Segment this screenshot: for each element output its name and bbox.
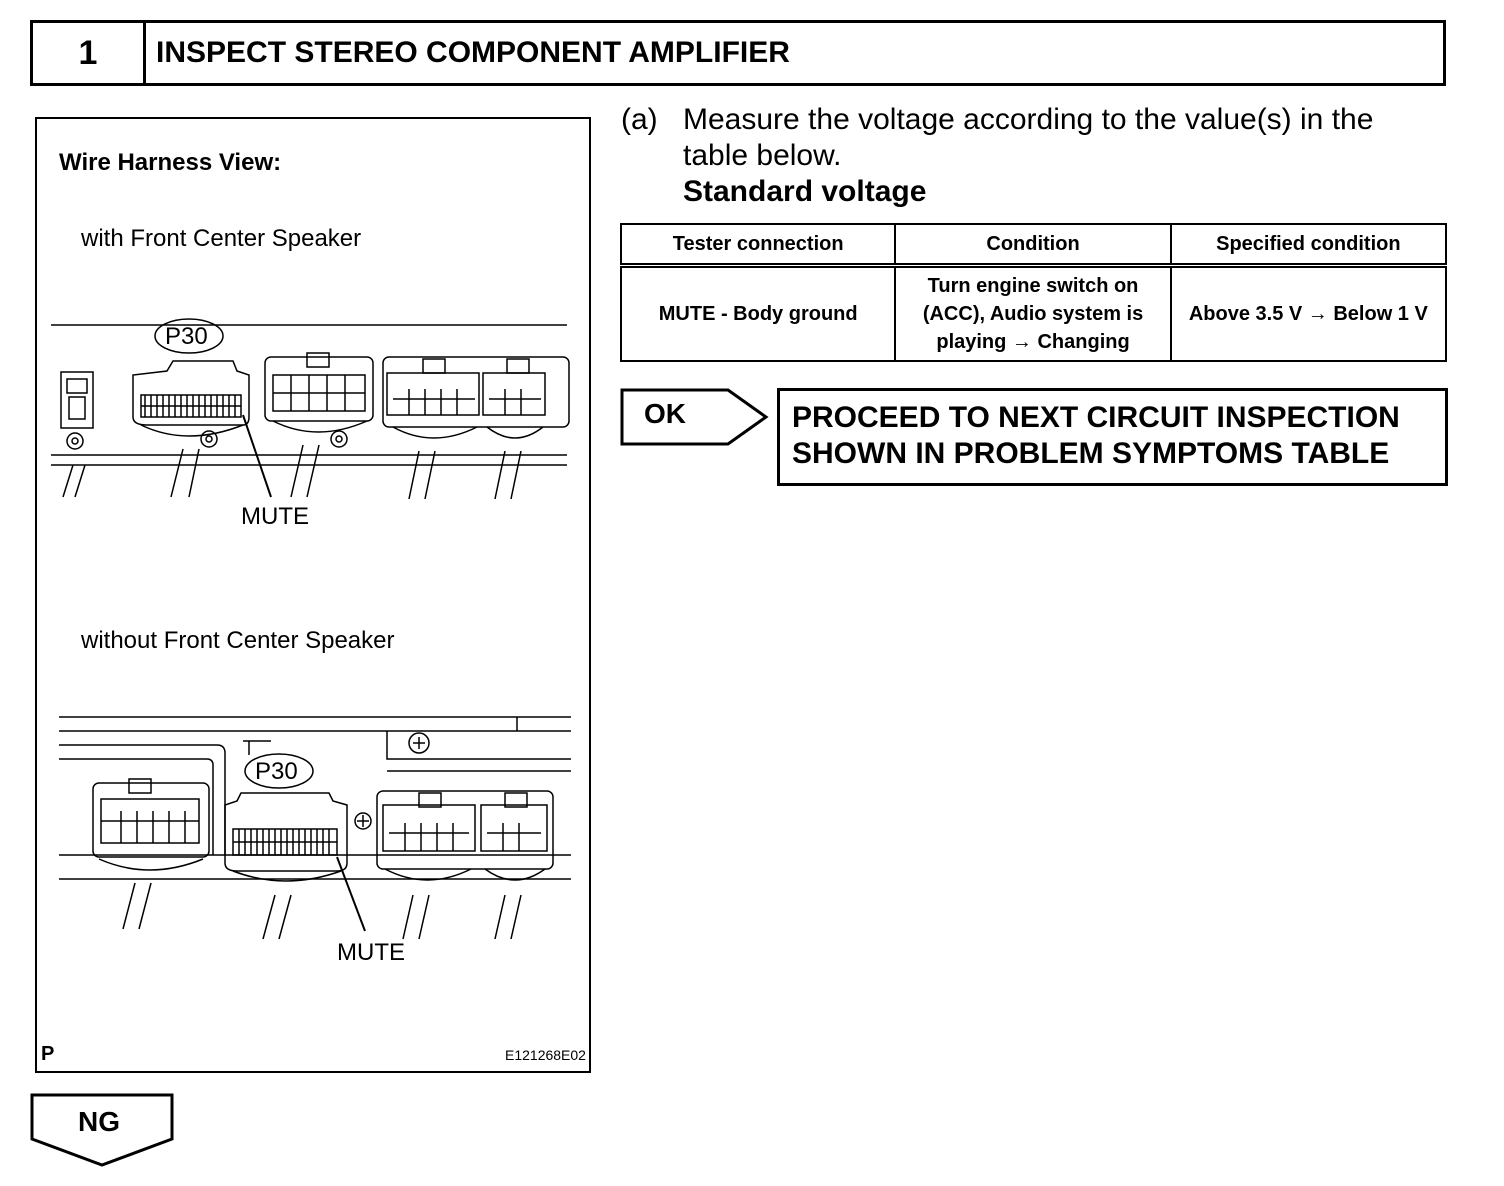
column-header: Specified condition <box>1169 223 1448 267</box>
connector-illustration <box>51 318 571 940</box>
column-header: Tester connection <box>619 223 897 267</box>
ng-arrow-shape <box>30 1093 174 1167</box>
table-cell: MUTE - Body ground <box>619 264 897 362</box>
top-view-label: with Front Center Speaker <box>81 225 362 252</box>
ng-label: NG <box>78 1106 120 1137</box>
step-number: 1 <box>33 23 146 83</box>
instruction-text: Measure the voltage according to the val… <box>683 103 1374 172</box>
bottom-terminal-label: MUTE <box>337 939 405 966</box>
table-header-row: Tester connection Condition Specified co… <box>619 223 1448 267</box>
figure-id: E121268E02 <box>505 1047 586 1063</box>
step-title: INSPECT STEREO COMPONENT AMPLIFIER <box>156 36 790 69</box>
wire-harness-figure: Wire Harness View: with Front Center Spe… <box>35 117 591 1073</box>
instruction-marker: (a) <box>621 103 658 136</box>
ok-label: OK <box>644 398 686 429</box>
step-header: 1 INSPECT STEREO COMPONENT AMPLIFIER <box>30 20 1446 86</box>
column-header: Condition <box>894 223 1172 267</box>
ok-action-box: PROCEED TO NEXT CIRCUIT INSPECTION SHOWN… <box>777 388 1448 486</box>
top-terminal-label: MUTE <box>241 503 309 530</box>
table-cell: Above 3.5 V → Below 1 V <box>1169 264 1448 362</box>
table-row: MUTE - Body ground Turn engine switch on… <box>619 264 1448 362</box>
corner-mark: P <box>41 1043 55 1065</box>
ok-arrow-shape <box>620 388 769 446</box>
standard-voltage-heading: Standard voltage <box>683 175 927 208</box>
table-cell: Turn engine switch on (ACC), Audio syste… <box>894 264 1172 362</box>
bottom-connector-label: P30 <box>255 758 298 785</box>
top-connector-label: P30 <box>165 323 208 350</box>
bottom-view-label: without Front Center Speaker <box>81 627 395 654</box>
standard-voltage-table: Tester connection Condition Specified co… <box>619 223 1448 362</box>
figure-heading: Wire Harness View: <box>59 149 282 176</box>
